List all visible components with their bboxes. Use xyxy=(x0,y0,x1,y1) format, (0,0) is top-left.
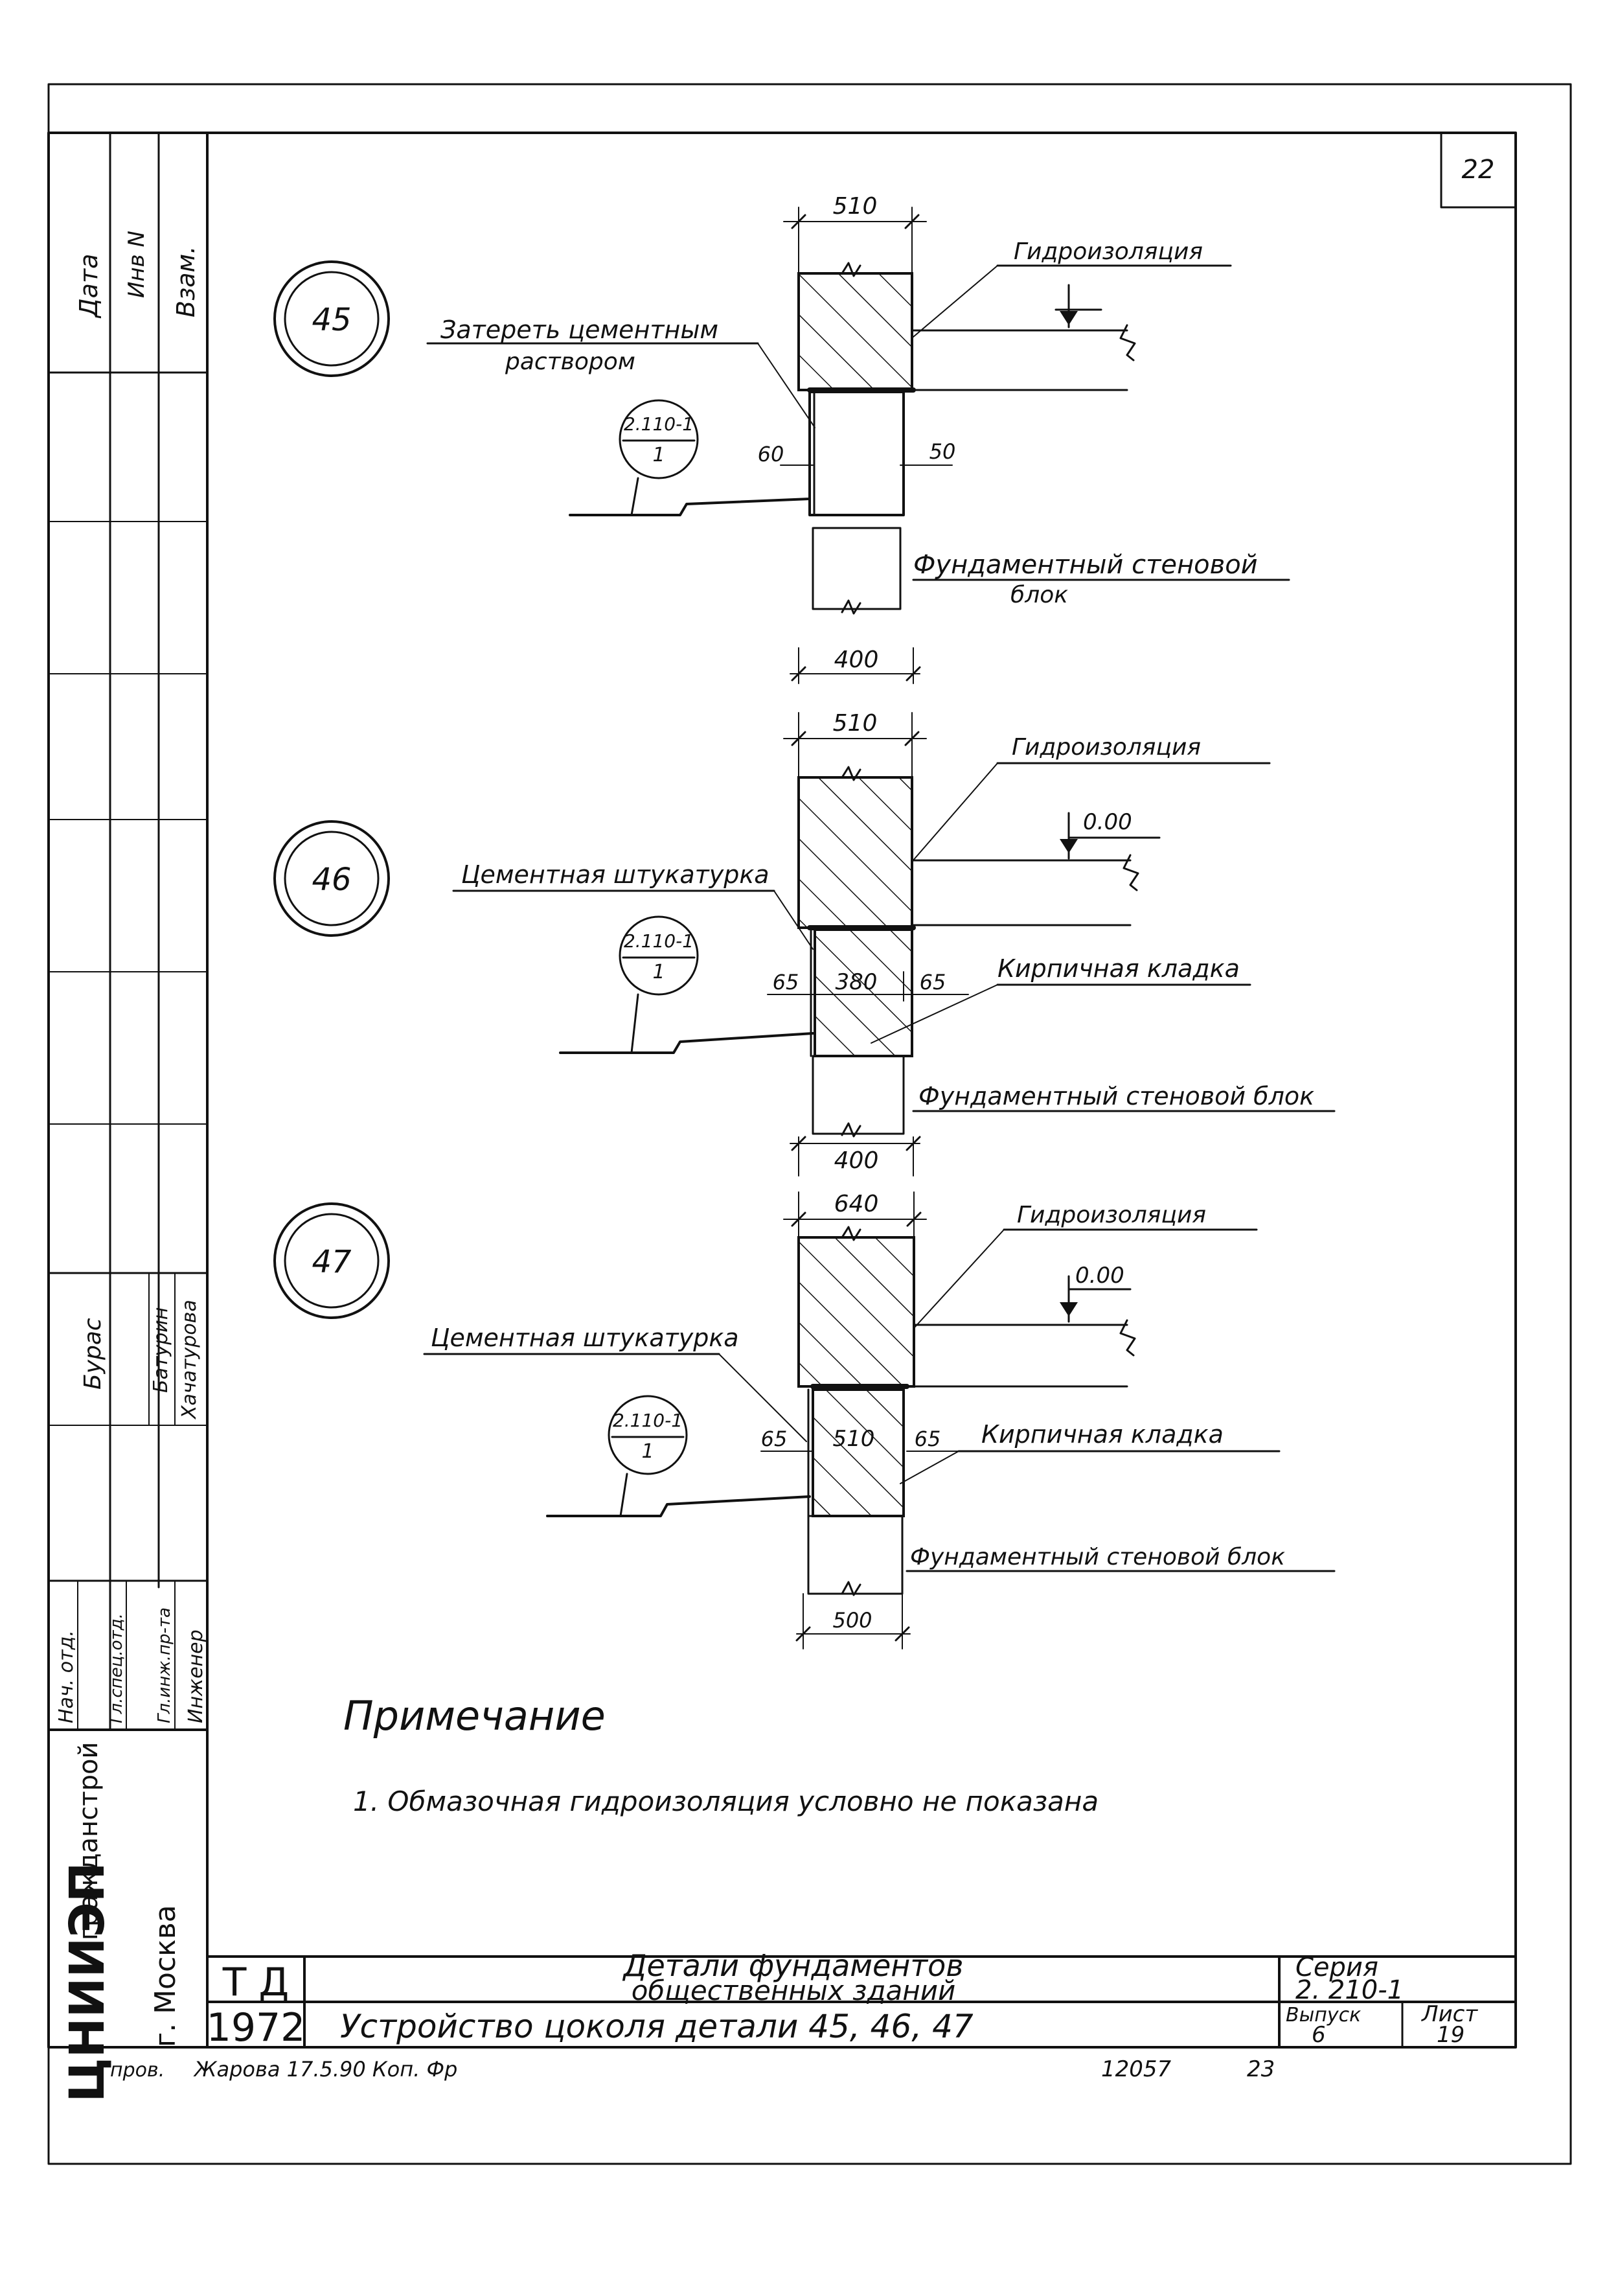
detail-45-ref-top: 2.110-1 xyxy=(624,413,694,435)
title-line-2: общественных зданий xyxy=(632,1975,956,2006)
side-stamp xyxy=(47,132,209,1731)
stamp-pos-head: Нач. отд. xyxy=(55,1630,78,1723)
detail-45-dim-bottom: 400 xyxy=(834,647,879,673)
detail-47 xyxy=(273,1191,1336,1649)
title-block xyxy=(206,1955,1517,2049)
detail-46-label-block: Фундаментный стеновой блок xyxy=(918,1082,1314,1110)
stamp-checked-label: пров. xyxy=(110,2059,165,2082)
detail-47-label-brick: Кирпичная кладка xyxy=(981,1420,1224,1449)
detail-47-dim-bottom: 500 xyxy=(832,1608,872,1633)
detail-46-ref-bottom: 1 xyxy=(652,961,665,983)
stamp-inv-label: Инв N xyxy=(124,231,150,298)
detail-46-number: 46 xyxy=(312,862,351,898)
title-subtitle: Устройство цоколя детали 45, 46, 47 xyxy=(340,2008,974,2045)
issue-label: Выпуск xyxy=(1286,2004,1361,2026)
detail-47-dim-mid: 510 xyxy=(833,1426,875,1452)
detail-47-dim-right: 65 xyxy=(915,1427,941,1451)
stamp-replace-label: Взам. xyxy=(172,246,200,317)
detail-46-dim-left: 65 xyxy=(773,970,799,994)
detail-47-label-waterproof: Гидроизоляция xyxy=(1017,1202,1206,1228)
stamp-date-label: Дата xyxy=(74,254,103,319)
detail-46-level: 0.00 xyxy=(1083,809,1132,835)
page-number-box xyxy=(1440,132,1517,209)
detail-46-label-brick: Кирпичная кладка xyxy=(997,954,1240,983)
detail-45-ref-bottom: 1 xyxy=(652,444,665,466)
detail-46-dim-top: 510 xyxy=(833,710,878,737)
detail-46-label-plaster: Цементная штукатурка xyxy=(461,860,769,889)
detail-47-dim-top: 640 xyxy=(834,1191,879,1217)
detail-45-label-plaster-2: раствором xyxy=(505,349,635,375)
detail-46 xyxy=(273,712,1336,1177)
detail-45-label-waterproof: Гидроизоляция xyxy=(1014,238,1203,265)
detail-46-dim-right: 65 xyxy=(920,970,946,994)
detail-47-label-block: Фундаментный стеновой блок xyxy=(910,1544,1285,1570)
stamp-pos-chief-eng: Гл.инж.пр-та xyxy=(155,1607,174,1723)
stamp-name-baturin: Батурин xyxy=(150,1307,172,1393)
detail-45-label-block-2: блок xyxy=(1010,582,1068,608)
detail-45-number: 45 xyxy=(312,302,351,338)
note-heading: Примечание xyxy=(343,1692,606,1739)
detail-46-dim-mid: 380 xyxy=(836,969,878,995)
issue-value: 6 xyxy=(1312,2022,1326,2048)
detail-45-dim-right: 50 xyxy=(929,439,956,464)
sheet-label: Лист xyxy=(1420,2001,1478,2027)
detail-45-dim-left: 60 xyxy=(758,442,784,466)
title-line-1: Детали фундаментов xyxy=(622,1948,964,1983)
note-item: 1. Обмазочная гидроизоляция условно не п… xyxy=(353,1785,1099,1817)
org-city: г. Москва xyxy=(149,1905,182,2047)
series-label: Серия xyxy=(1295,1953,1378,1982)
detail-45 xyxy=(273,207,1290,684)
detail-47-ref-bottom: 1 xyxy=(641,1440,654,1463)
sheet-value: 19 xyxy=(1437,2022,1465,2048)
detail-47-dim-left: 65 xyxy=(761,1427,788,1451)
page-number: 22 xyxy=(1462,155,1495,185)
detail-47-ref-top: 2.110-1 xyxy=(613,1410,683,1431)
stamp-pos-engineer: Инженер xyxy=(185,1629,207,1723)
detail-45-label-block: Фундаментный стеновой xyxy=(913,550,1258,580)
detail-46-label-waterproof: Гидроизоляция xyxy=(1012,734,1201,761)
detail-45-label-plaster: Затереть цементным xyxy=(440,316,718,344)
stamp-name-khachaturova: Хачатурова xyxy=(178,1300,201,1420)
detail-47-level: 0.00 xyxy=(1075,1263,1124,1289)
title-code: Т Д xyxy=(222,1960,290,2005)
stamp-name-buras: Бурас xyxy=(80,1318,106,1390)
inner-frame xyxy=(47,132,1517,2049)
detail-47-label-plaster: Цементная штукатурка xyxy=(431,1324,739,1352)
title-year: 1972 xyxy=(207,2005,306,2050)
archive-number: 12057 xyxy=(1101,2056,1172,2082)
detail-47-number: 47 xyxy=(312,1244,352,1280)
detail-46-ref-top: 2.110-1 xyxy=(624,930,694,952)
detail-45-dim-top: 510 xyxy=(833,193,878,220)
detail-46-dim-bottom: 400 xyxy=(834,1147,879,1174)
stamp-signature-line: Жарова 17.5.90 Коп. Фр xyxy=(193,2057,457,2082)
org-name: гражданстрой xyxy=(74,1742,104,1940)
org-logo: ЦНИИЭП xyxy=(60,1862,115,2102)
stamp-pos-chief-spec: Гл.спец.отд. xyxy=(107,1613,126,1723)
archive-page: 23 xyxy=(1247,2056,1275,2082)
series-value: 2. 210-1 xyxy=(1295,1975,1404,2005)
